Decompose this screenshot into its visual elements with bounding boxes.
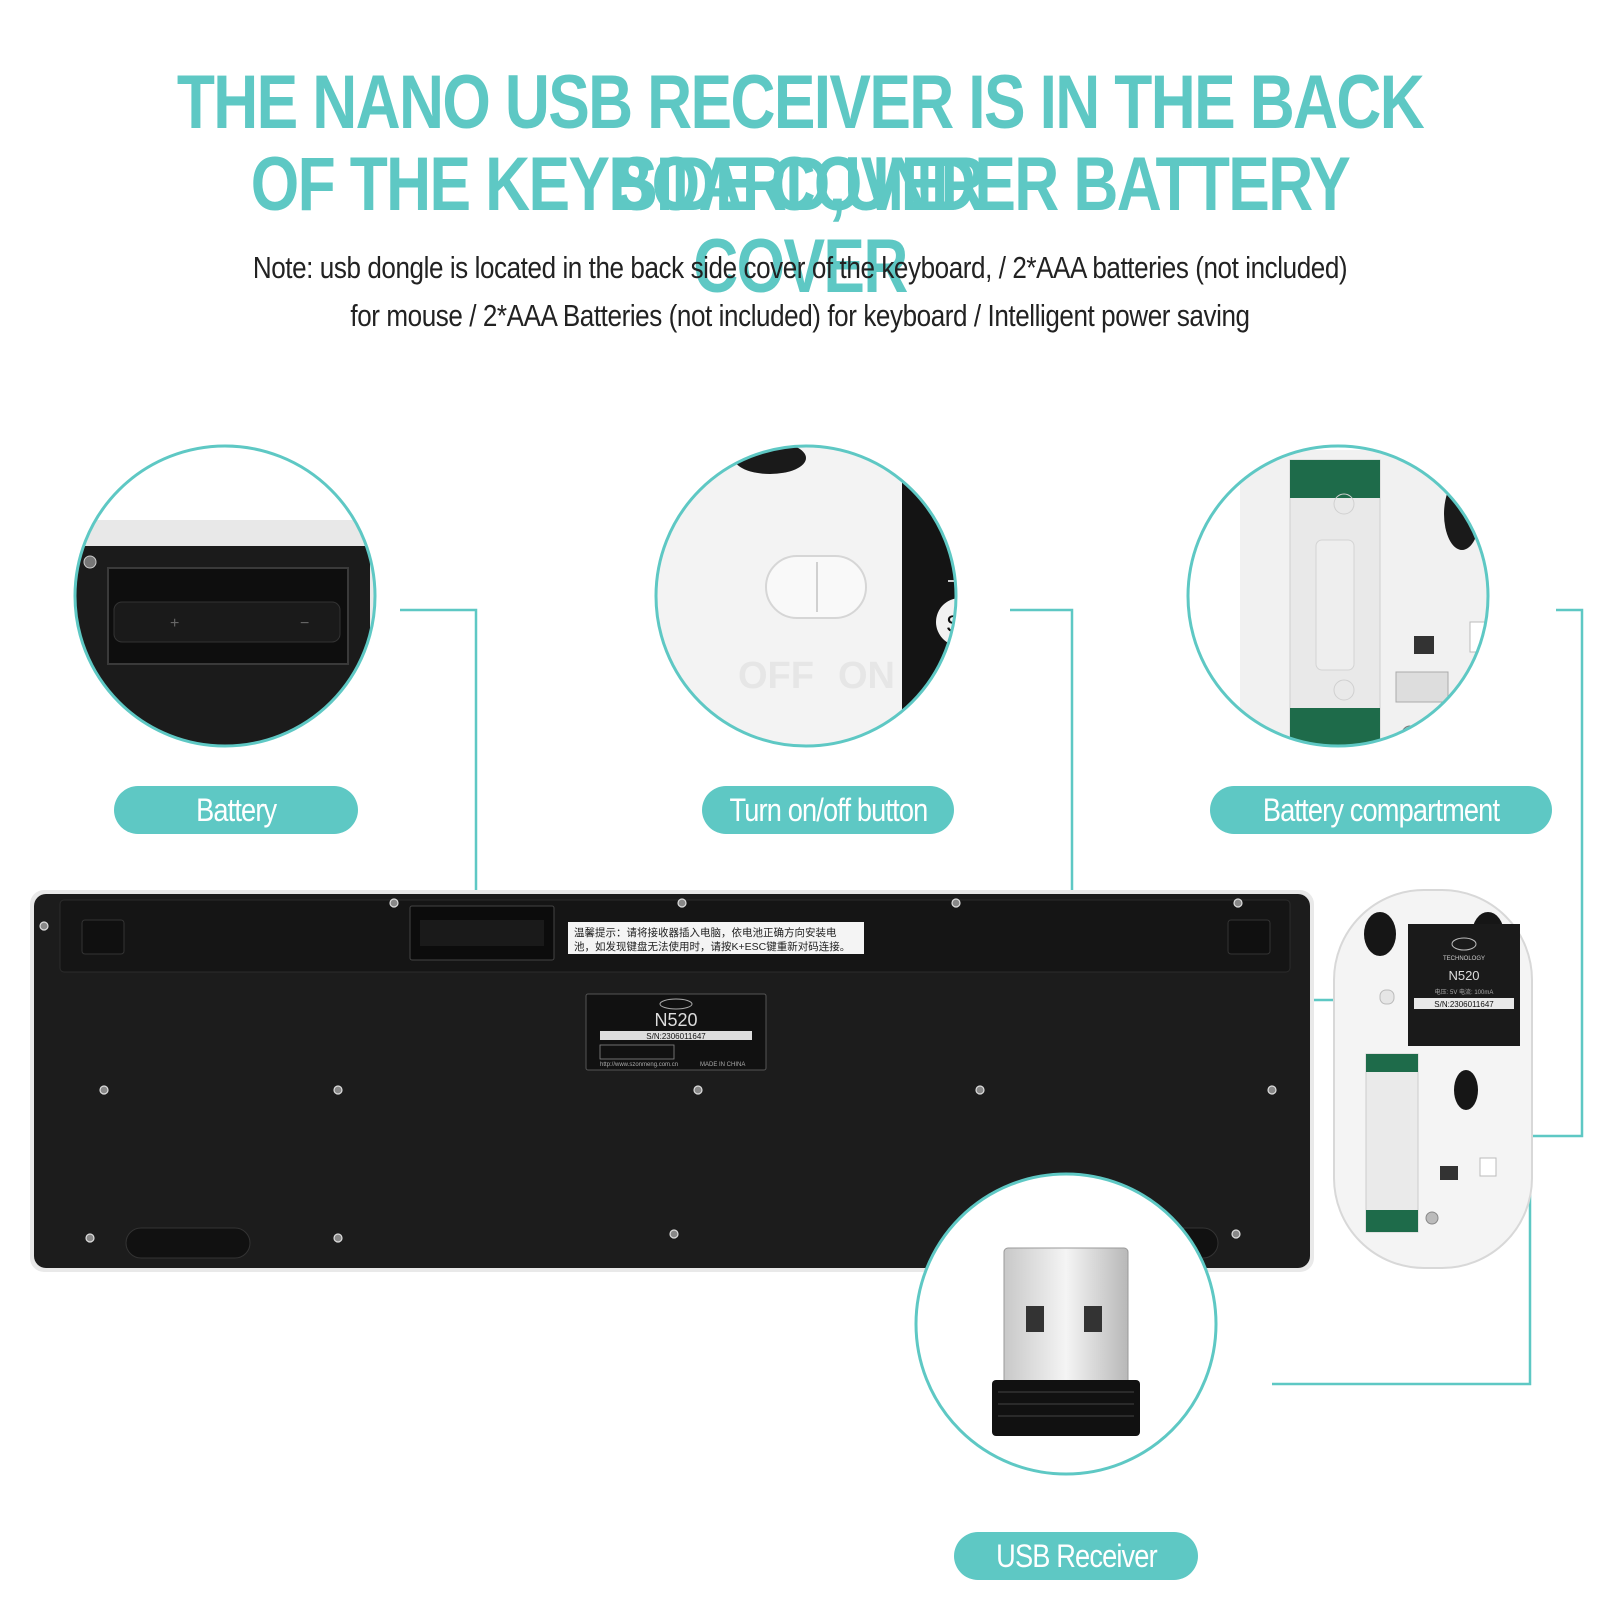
warning-text-1: 温馨提示：请将接收器插入电脑，依电池正确方向安装电 bbox=[574, 926, 837, 939]
headline-line-2: OF THE KEYBOARD,UNDER BATTERY COVER bbox=[250, 142, 1351, 309]
keyboard-model: N520 bbox=[654, 1010, 697, 1030]
usb-receiver-circle bbox=[914, 1172, 1218, 1476]
keyboard-serial: S/N:2306011647 bbox=[646, 1032, 706, 1041]
usb-connector-metal bbox=[1003, 1247, 1129, 1385]
headline-line-1: THE NANO USB RECEIVER IS IN THE BACK SID… bbox=[176, 60, 1425, 227]
battery-circle: + − bbox=[73, 444, 377, 748]
note-line-2: for mouse / 2*AAA Batteries (not include… bbox=[350, 298, 1250, 333]
serial-fragment: S/ bbox=[946, 611, 969, 638]
mouse-bottom: TECHNOLOGY N520 电压: 5V 电流: 100mA S/N:230… bbox=[1333, 889, 1533, 1269]
mouse-spec: 电压: 5V 电流: 100mA bbox=[1435, 988, 1494, 996]
svg-text:+: + bbox=[170, 615, 179, 632]
mouse-serial: S/N:2306011647 bbox=[1434, 1000, 1494, 1009]
mouse-brand: TECHNOLOGY bbox=[1443, 956, 1485, 962]
note-line-1: Note: usb dongle is located in the back … bbox=[252, 250, 1348, 285]
power-switch-circle: OFF ON S/ bbox=[654, 444, 969, 748]
callout-battery: Battery bbox=[114, 786, 358, 834]
callout-battery-compartment-label: Battery compartment bbox=[1262, 791, 1500, 828]
keyboard-made-in: MADE IN CHINA bbox=[700, 1062, 745, 1068]
svg-text:−: − bbox=[300, 615, 309, 632]
callout-power-button: Turn on/off button bbox=[702, 786, 954, 834]
switch-label-on: ON bbox=[838, 655, 895, 697]
usb-plastic-body bbox=[992, 1380, 1140, 1436]
mouse-model: N520 bbox=[1448, 968, 1479, 983]
warning-sticker bbox=[568, 922, 864, 954]
callout-battery-label: Battery bbox=[195, 791, 277, 828]
connector-battery bbox=[400, 608, 478, 936]
callout-usb-receiver: USB Receiver bbox=[954, 1532, 1198, 1580]
callout-power-button-label: Turn on/off button bbox=[729, 791, 928, 828]
mouse-rating-label bbox=[1408, 924, 1520, 1046]
warning-text-2: 池，如发现键盘无法使用时，请按K+ESC键重新对码连接。 bbox=[574, 940, 850, 953]
callout-usb-receiver-label: USB Receiver bbox=[995, 1537, 1157, 1574]
keyboard-back: 温馨提示：请将接收器插入电脑，依电池正确方向安装电 池，如发现键盘无法使用时，请… bbox=[30, 890, 1314, 1272]
switch-label-off: OFF bbox=[738, 655, 814, 697]
battery-compartment-circle bbox=[1186, 444, 1490, 748]
keyboard-website: http://www.szonmeng.com.cn bbox=[600, 1062, 678, 1068]
callout-battery-compartment: Battery compartment bbox=[1210, 786, 1552, 834]
